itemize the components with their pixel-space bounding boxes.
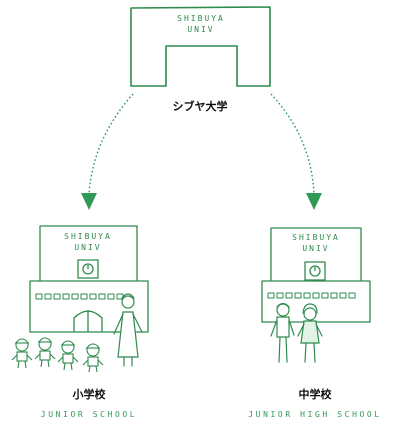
- junior-school-sign-line1: SHIBUYA: [64, 232, 112, 241]
- arrow-to-junior-school: [81, 93, 134, 210]
- junior-high-school-sign-line1: SHIBUYA: [292, 233, 340, 242]
- arrow-to-junior-high-school: [270, 93, 322, 210]
- child-figure-3: [57, 340, 79, 371]
- university-sign-line2: UNIV: [187, 25, 214, 34]
- junior-school-sign-line2: UNIV: [74, 243, 101, 252]
- junior-high-school-sign-line2: UNIV: [302, 244, 329, 253]
- teacher-figure: [113, 293, 143, 367]
- university-sign-line1: SHIBUYA: [177, 14, 225, 23]
- university-building: [130, 6, 271, 87]
- junior-high-school-label-en: JUNIOR HIGH SCHOOL: [248, 410, 382, 419]
- junior-high-school-label-jp: 中学校: [299, 387, 333, 401]
- student-figure-girl: [297, 303, 323, 363]
- student-figure-boy: [270, 302, 295, 363]
- child-figure-1: [11, 338, 33, 369]
- child-figure-4: [82, 343, 104, 373]
- child-figure-2: [34, 337, 56, 368]
- university-label: シブヤ大学: [173, 99, 228, 113]
- junior-school-label-en: JUNIOR SCHOOL: [41, 410, 137, 419]
- junior-school-label-jp: 小学校: [72, 387, 107, 401]
